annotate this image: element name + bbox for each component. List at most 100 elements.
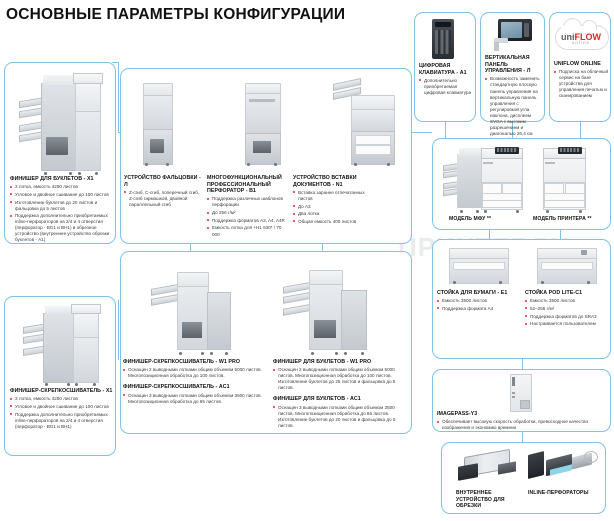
- card-bullet: Поддержка форматов A3, A4, A4R: [207, 218, 285, 224]
- card-bullet: Возможность заменить стандартную плоскую…: [485, 76, 543, 143]
- card-vertical-panel[interactable]: ВЕРТИКАЛЬНАЯ ПАНЕЛЬ УПРАВЛЕНИЯ - Л Возмо…: [480, 12, 545, 142]
- card-models[interactable]: МОДЕЛЬ МФУ ** МОДЕЛЬ ПРИНТЕРА **: [432, 138, 611, 230]
- card-bullet: Угловое и двойное сшивание до 100 листов: [10, 192, 114, 198]
- folding-unit-illustration: [135, 83, 181, 169]
- block-booklet-finishers: ФИНИШЕР ДЛЯ БУКЛЕТОВ - W1 PRO Оснащен 2 …: [273, 359, 411, 429]
- uniflow-logo-part1: uni: [561, 31, 575, 42]
- connector-line: [522, 432, 523, 442]
- card-bullet: Оснащен 3 выводными лотками общим объемо…: [123, 393, 269, 405]
- card-heading: ФИНИШЕР ДЛЯ БУКЛЕТОВ - W1 PRO: [273, 359, 372, 365]
- connector-line: [560, 230, 561, 239]
- card-heading: СТОЙКА ДЛЯ БУМАГИ - E1: [437, 290, 508, 296]
- connector-line: [522, 359, 523, 369]
- card-midbottom-finishers[interactable]: ФИНИШЕР-СКРЕПКОСШИВАТЕЛЬ - W1 PRO Оснаще…: [120, 251, 412, 434]
- imagepass-heading-part1: image: [437, 411, 455, 417]
- block-document-insertion: УСТРОЙСТВО ВСТАВКИ ДОКУМЕНТОВ - N1 Встав…: [293, 175, 379, 225]
- connector-line: [322, 244, 323, 251]
- card-heading: ФИНИШЕР ДЛЯ БУКЛЕТОВ - X1: [10, 176, 94, 182]
- card-bullet: Емкость 3500 листов: [525, 298, 609, 304]
- card-midtop-accessories[interactable]: УСТРОЙСТВО ФАЛЬЦОВКИ - Л Z-сгиб, C-сгиб,…: [120, 68, 412, 244]
- document-insertion-illustration: [331, 77, 399, 169]
- card-bullet: Подписка на облачный сервис на базе устр…: [554, 69, 609, 99]
- uniflow-cloud-logo: uniFLOW online: [555, 18, 609, 53]
- card-uniflow-online[interactable]: uniFLOW online UNIFLOW ONLINE Подписка н…: [549, 12, 611, 122]
- card-heading: ФИНИШЕР-СКРЕПКОСШИВАТЕЛЬ - AC1: [123, 384, 230, 391]
- control-panel-icon: [494, 19, 534, 51]
- block-paper-deck-e1: СТОЙКА ДЛЯ БУМАГИ - E1 Емкость 3500 лист…: [437, 290, 521, 312]
- uniflow-logo-part2: FLOW: [574, 31, 602, 42]
- imagepass-server-illustration: [506, 374, 534, 412]
- card-heading: УСТРОЙСТВО ФАЛЬЦОВКИ - Л: [124, 175, 201, 188]
- numeric-keypad-icon: [432, 19, 454, 59]
- page-title: ОСНОВНЫЕ ПАРАМЕТРЫ КОНФИГУРАЦИИ: [6, 6, 346, 23]
- staple-finisher-illustration: [23, 303, 101, 386]
- card-heading: ФИНИШЕР-СКРЕПКОСШИВАТЕЛЬ - W1 PRO: [123, 359, 241, 365]
- card-bullet: Поддержка форматов до SRA3: [525, 314, 609, 320]
- mfp-caption: МОДЕЛЬ МФУ **: [449, 216, 492, 222]
- card-bullet: Оснащен 2 выводными лотками общим объемо…: [123, 367, 269, 379]
- connector-line: [190, 244, 191, 251]
- card-bullet: Емкость 3500 листов: [437, 298, 521, 304]
- connector-line: [489, 230, 490, 239]
- card-staple-finisher-x1[interactable]: ФИНИШЕР-СКРЕПКОСШИВАТЕЛЬ - X1 3 лотка, е…: [4, 296, 116, 456]
- booklet-finisher-w1-illustration: [283, 262, 369, 355]
- card-bullet: 3 лотка, емкость 4250 листов: [10, 396, 114, 402]
- inline-punchers-caption: INLINE-ПЕРФОРАТОРЫ: [528, 490, 589, 496]
- card-paper-decks[interactable]: СТОЙКА ДЛЯ БУМАГИ - E1 Емкость 3500 лист…: [432, 239, 611, 359]
- inner-trimmer-illustration: [456, 448, 520, 487]
- connector-line: [118, 300, 119, 360]
- card-heading: UNIFLOW ONLINE: [554, 61, 601, 67]
- block-professional-puncher: МНОГОФУНКЦИОНАЛЬНЫЙ ПРОФЕССИОНАЛЬНЫЙ ПЕР…: [207, 175, 285, 238]
- pod-deck-lite-c1-illustration: [537, 248, 597, 284]
- card-bullet: Дополнительно приобретаемая цифровая кла…: [419, 78, 474, 96]
- card-bullet: Поддержка различных шаблонов перфорации: [207, 196, 285, 208]
- card-heading: УСТРОЙСТВО ВСТАВКИ ДОКУМЕНТОВ - N1: [293, 175, 357, 188]
- mfp-illustration: [443, 146, 523, 213]
- connector-line: [118, 62, 119, 133]
- staple-finisher-w1-illustration: [151, 262, 233, 355]
- professional-puncher-illustration: [239, 83, 287, 169]
- inner-trimmer-caption: ВНУТРЕННЕЕ УСТРОЙСТВО ДЛЯ ОБРЕЗКИ: [456, 490, 505, 510]
- printer-illustration: [541, 146, 586, 213]
- card-imagepass[interactable]: imagePASS-Y3 Обеспечивает высокую скорос…: [432, 369, 611, 432]
- card-bullet: До A3: [293, 204, 379, 210]
- card-bullet: Поддержка формата A4: [437, 306, 521, 312]
- card-booklet-finisher-x1[interactable]: ФИНИШЕР ДЛЯ БУКЛЕТОВ - X1 3 лотка, емкос…: [4, 62, 116, 244]
- card-heading: ФИНИШЕР-СКРЕПКОСШИВАТЕЛЬ - X1: [10, 388, 113, 394]
- card-bullet: Оснащен 2 выводными лотками общим объемо…: [273, 367, 411, 391]
- connector-line: [445, 122, 446, 138]
- card-bullet: Два лотка: [293, 211, 379, 217]
- card-bullet: 3 лотка, емкость 4250 листов: [10, 184, 114, 190]
- block-pod-deck-lite-c1: СТОЙКА POD LITE-C1 Емкость 3500 листов 5…: [525, 290, 609, 327]
- card-bullet: Настраивается пользователем: [525, 321, 609, 327]
- card-bullet: 52–256 г/м²: [525, 306, 609, 312]
- imagepass-heading-part2: PASS-Y3: [454, 411, 478, 417]
- card-bullet: Вставка заранее отпечатанных листов: [293, 190, 379, 202]
- connector-line: [112, 62, 119, 63]
- card-inline-devices[interactable]: ВНУТРЕННЕЕ УСТРОЙСТВО ДЛЯ ОБРЕЗКИ INLINE…: [441, 442, 606, 514]
- block-folding-unit: УСТРОЙСТВО ФАЛЬЦОВКИ - Л Z-сгиб, C-сгиб,…: [124, 175, 202, 208]
- card-bullet: Изготовление буклетов до 20 листов и фал…: [10, 200, 114, 212]
- paper-deck-e1-illustration: [449, 248, 509, 284]
- card-heading: imagePASS-Y3: [437, 411, 609, 418]
- card-bullet: Емкость лотка для +H1 530* / 70 000: [207, 225, 285, 237]
- printer-caption: МОДЕЛЬ ПРИНТЕРА **: [533, 216, 592, 222]
- connector-line: [580, 122, 581, 138]
- block-staple-finishers: ФИНИШЕР-СКРЕПКОСШИВАТЕЛЬ - W1 PRO Оснаще…: [123, 359, 269, 405]
- booklet-finisher-illustration: [19, 69, 103, 175]
- card-bullet: Поддержка дополнительно приобретаемых in…: [10, 213, 114, 243]
- card-digital-keypad[interactable]: ЦИФРОВАЯ КЛАВИАТУРА - A1 Дополнительно п…: [414, 12, 476, 122]
- card-bullet: Поддержка дополнительно приобретаемых in…: [10, 412, 114, 430]
- card-heading: СТОЙКА POD LITE-C1: [525, 290, 583, 296]
- card-heading: МНОГОФУНКЦИОНАЛЬНЫЙ ПРОФЕССИОНАЛЬНЫЙ ПЕР…: [207, 175, 282, 195]
- card-heading: ЦИФРОВАЯ КЛАВИАТУРА - A1: [419, 63, 467, 76]
- card-heading: ФИНИШЕР ДЛЯ БУКЛЕТОВ - AC1: [273, 396, 361, 403]
- inline-punchers-illustration: [528, 449, 598, 487]
- card-bullet: Оснащен 3 выводными лотками общим объемо…: [273, 405, 411, 429]
- card-heading: ВЕРТИКАЛЬНАЯ ПАНЕЛЬ УПРАВЛЕНИЯ - Л: [485, 55, 531, 75]
- card-bullet: Угловое и двойное сшивание до 100 листов: [10, 404, 114, 410]
- uniflow-logo-sub: online: [571, 40, 591, 45]
- card-bullet: Общая емкость 400 листов: [293, 219, 379, 225]
- card-bullet: Обеспечивает высокую скорость обработки,…: [437, 419, 609, 431]
